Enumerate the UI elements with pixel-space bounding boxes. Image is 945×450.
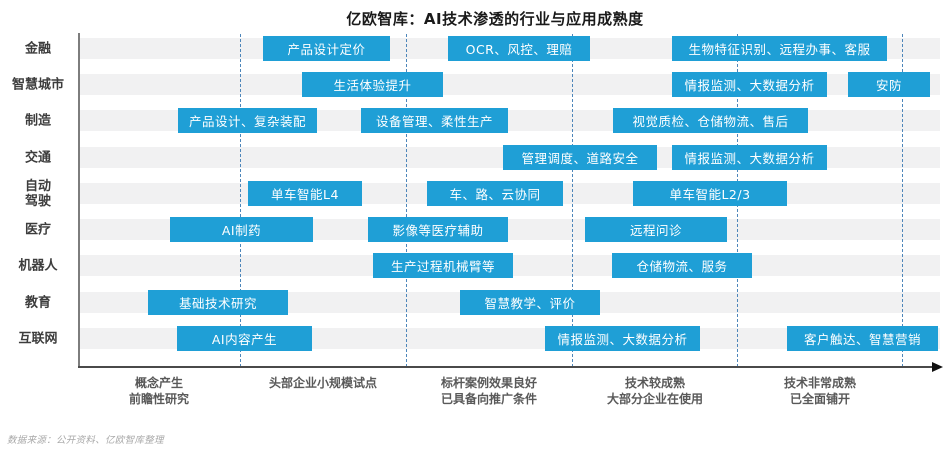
maturity-bar: 客户触达、智慧营销	[787, 326, 938, 351]
maturity-bar: 安防	[848, 72, 930, 97]
maturity-bar: 单车智能L2/3	[633, 181, 787, 206]
maturity-bar: 情报监测、大数据分析	[672, 72, 827, 97]
maturity-bar: 影像等医疗辅助	[368, 217, 508, 242]
row-label: 金融	[24, 41, 51, 56]
maturity-bar: AI制药	[170, 217, 313, 242]
y-axis-line	[78, 33, 80, 368]
data-source-note: 数据来源：公开资料、亿欧智库整理	[7, 435, 164, 446]
row-label: 自动 驾驶	[24, 178, 51, 209]
maturity-bar: 远程问诊	[585, 217, 727, 242]
row-label: 教育	[24, 295, 51, 310]
chart-title: 亿欧智库：AI技术渗透的行业与应用成熟度	[346, 10, 644, 28]
maturity-bar: 智慧教学、评价	[460, 290, 600, 315]
stage-divider-line	[572, 34, 573, 367]
row-label: 医疗	[24, 222, 51, 237]
maturity-bar: 管理调度、道路安全	[503, 145, 657, 170]
maturity-bar: 生产过程机械臂等	[373, 253, 513, 278]
maturity-bar: 产品设计定价	[263, 36, 390, 61]
row-label: 制造	[24, 113, 51, 128]
row-label: 互联网	[18, 331, 58, 346]
maturity-bar: 产品设计、复杂装配	[178, 108, 317, 133]
maturity-bar: 单车智能L4	[248, 181, 362, 206]
maturity-bar: 设备管理、柔性生产	[361, 108, 508, 133]
maturity-bar: 情报监测、大数据分析	[672, 145, 827, 170]
row-label: 交通	[24, 150, 51, 165]
stage-label: 技术较成熟 大部分企业在使用	[606, 376, 703, 406]
stage-label: 技术非常成熟 已全面铺开	[783, 376, 856, 406]
stage-divider-line	[406, 34, 407, 367]
maturity-bar: 基础技术研究	[148, 290, 288, 315]
maturity-bar: 生活体验提升	[302, 72, 443, 97]
maturity-bar: OCR、风控、理赔	[448, 36, 590, 61]
stage-label: 概念产生 前瞻性研究	[128, 376, 189, 406]
stage-divider-line	[902, 34, 903, 367]
row-label: 智慧城市	[11, 77, 64, 92]
x-axis-line	[78, 366, 934, 368]
maturity-bar: AI内容产生	[177, 326, 312, 351]
maturity-bar: 仓储物流、服务	[612, 253, 752, 278]
maturity-bar: 生物特征识别、远程办事、客服	[672, 36, 887, 61]
stage-divider-line	[240, 34, 241, 367]
stage-label: 头部企业小规模试点	[268, 376, 377, 390]
row-label: 机器人	[18, 258, 58, 273]
maturity-bar: 车、路、云协同	[427, 181, 563, 206]
stage-label: 标杆案例效果良好 已具备向推广条件	[440, 376, 537, 406]
maturity-bar: 情报监测、大数据分析	[545, 326, 700, 351]
x-axis-arrow-icon	[932, 362, 943, 372]
maturity-bar: 视觉质检、仓储物流、售后	[613, 108, 808, 133]
